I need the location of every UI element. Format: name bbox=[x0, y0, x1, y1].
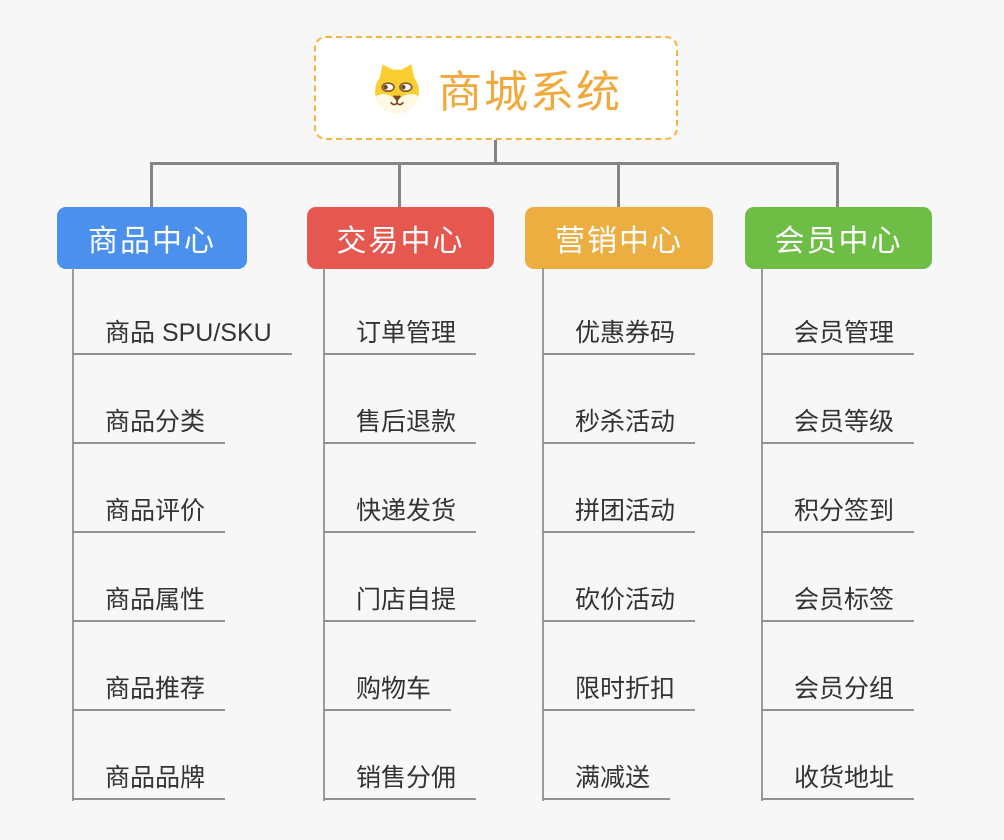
branch-trade-connector-line bbox=[323, 268, 325, 801]
leaf-node[interactable]: 会员管理 bbox=[761, 318, 915, 355]
connector-drop-3 bbox=[617, 162, 620, 207]
leaf-node[interactable]: 优惠券码 bbox=[542, 318, 696, 355]
branch-marketing-connector-line bbox=[542, 268, 544, 801]
leaf-node[interactable]: 商品 SPU/SKU bbox=[72, 318, 292, 355]
leaf-node[interactable]: 快递发货 bbox=[323, 496, 477, 533]
root-title: 商城系统 bbox=[438, 68, 622, 117]
dog-face-icon bbox=[370, 61, 424, 115]
connector-root-stub bbox=[494, 140, 497, 165]
leaf-node[interactable]: 商品评价 bbox=[72, 496, 226, 533]
root-node[interactable]: 商城系统 bbox=[314, 36, 678, 140]
leaf-node[interactable]: 秒杀活动 bbox=[542, 407, 696, 444]
connector-drop-1 bbox=[150, 162, 153, 207]
branch-products-node[interactable]: 商品中心 bbox=[57, 207, 247, 269]
leaf-node[interactable]: 砍价活动 bbox=[542, 585, 696, 622]
connector-drop-2 bbox=[398, 162, 401, 207]
leaf-node[interactable]: 会员等级 bbox=[761, 407, 915, 444]
leaf-node[interactable]: 订单管理 bbox=[323, 318, 477, 355]
branch-trade-node[interactable]: 交易中心 bbox=[307, 207, 494, 269]
leaf-node[interactable]: 商品推荐 bbox=[72, 674, 226, 711]
leaf-node[interactable]: 满减送 bbox=[542, 763, 671, 800]
leaf-node[interactable]: 积分签到 bbox=[761, 496, 915, 533]
leaf-node[interactable]: 销售分佣 bbox=[323, 763, 477, 800]
leaf-node[interactable]: 商品属性 bbox=[72, 585, 226, 622]
branch-members-connector-line bbox=[761, 268, 763, 801]
leaf-node[interactable]: 会员分组 bbox=[761, 674, 915, 711]
leaf-node[interactable]: 收货地址 bbox=[761, 763, 915, 800]
branch-marketing-node[interactable]: 营销中心 bbox=[525, 207, 713, 269]
leaf-node[interactable]: 拼团活动 bbox=[542, 496, 696, 533]
leaf-node[interactable]: 商品分类 bbox=[72, 407, 226, 444]
connector-horizontal-rail bbox=[150, 162, 839, 165]
leaf-node[interactable]: 购物车 bbox=[323, 674, 452, 711]
connector-drop-4 bbox=[836, 162, 839, 207]
leaf-node[interactable]: 限时折扣 bbox=[542, 674, 696, 711]
leaf-node[interactable]: 会员标签 bbox=[761, 585, 915, 622]
branch-members-node[interactable]: 会员中心 bbox=[745, 207, 932, 269]
leaf-node[interactable]: 门店自提 bbox=[323, 585, 477, 622]
leaf-node[interactable]: 售后退款 bbox=[323, 407, 477, 444]
branch-products-connector-line bbox=[72, 268, 74, 801]
leaf-node[interactable]: 商品品牌 bbox=[72, 763, 226, 800]
